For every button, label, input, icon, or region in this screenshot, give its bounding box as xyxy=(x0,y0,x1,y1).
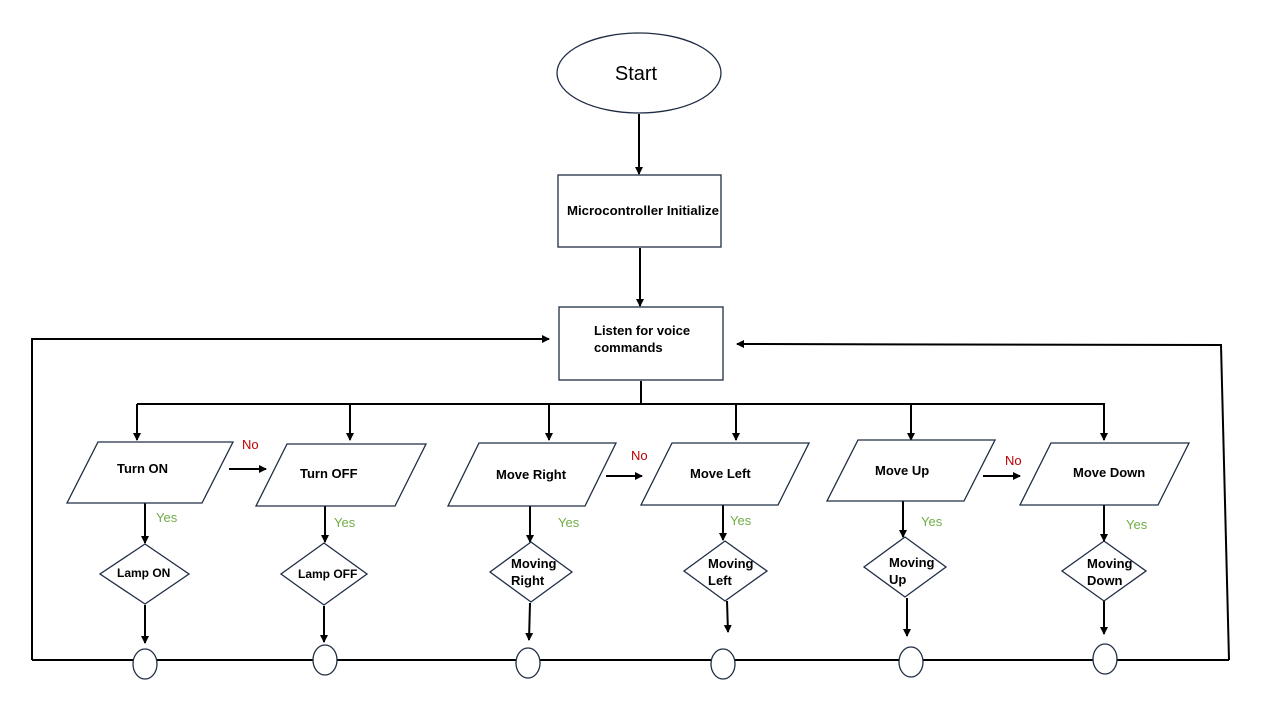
turn-off-label: Turn OFF xyxy=(300,466,358,481)
moving-down-label-line-1: Moving xyxy=(1087,556,1133,571)
move-up-input xyxy=(825,439,997,502)
start-label: Start xyxy=(615,63,658,85)
move-right-label: Move Right xyxy=(496,467,567,482)
move-left-label: Move Left xyxy=(690,466,751,481)
turn-on-label: Turn ON xyxy=(117,461,168,476)
lamp-on-label: Lamp ON xyxy=(117,566,170,580)
connector-node-4 xyxy=(710,648,736,680)
moving-right-decision xyxy=(488,541,574,603)
arrow-moving-left-to-node xyxy=(723,600,732,633)
moving-down-label-line-2: Down xyxy=(1087,573,1122,588)
moving-left-label-line-2: Left xyxy=(708,573,733,588)
connector-node-5 xyxy=(898,646,924,678)
move-right-input xyxy=(446,442,618,507)
moving-up-label-line-1: Moving xyxy=(889,555,935,570)
moving-right-label-line-2: Right xyxy=(511,573,545,588)
listen-label-line-2: commands xyxy=(594,340,663,355)
turn-on-input xyxy=(65,441,235,504)
connector-node-3 xyxy=(515,647,541,679)
move-down-input xyxy=(1018,442,1191,506)
yes-label-move-down: Yes xyxy=(1126,517,1148,532)
move-down-label: Move Down xyxy=(1073,465,1145,480)
right-loop-back xyxy=(736,340,1230,661)
connector-node-6 xyxy=(1092,643,1118,675)
lamp-off-decision xyxy=(279,542,369,606)
yes-label-move-right: Yes xyxy=(558,515,580,530)
yes-label-move-up: Yes xyxy=(921,514,943,529)
lamp-off-label: Lamp OFF xyxy=(298,567,357,581)
yes-label-move-left: Yes xyxy=(730,513,752,528)
moving-left-decision xyxy=(682,540,769,602)
moving-down-decision xyxy=(1060,540,1148,602)
yes-label-turn-off: Yes xyxy=(334,515,356,530)
moving-up-decision xyxy=(862,536,948,598)
moving-up-label-line-2: Up xyxy=(889,572,906,587)
no-label-move-right: No xyxy=(631,448,648,463)
init-label: Microcontroller Initialize xyxy=(567,203,719,218)
moving-right-label-line-1: Moving xyxy=(511,556,557,571)
connectors xyxy=(31,114,1230,661)
yes-label-turn-on: Yes xyxy=(156,510,178,525)
connector-node-2 xyxy=(312,644,338,676)
moving-left-label-line-1: Moving xyxy=(708,556,754,571)
start-terminal xyxy=(556,32,722,114)
turn-off-input xyxy=(254,443,428,507)
listen-process-box xyxy=(558,306,724,381)
listen-label-line-1: Listen for voice xyxy=(594,323,690,338)
arrow-moving-right-to-node xyxy=(525,602,534,641)
connector-node-1 xyxy=(132,648,158,680)
lamp-on-decision xyxy=(98,543,191,605)
no-label-turn-on: No xyxy=(242,437,259,452)
init-process-box xyxy=(557,174,722,248)
move-left-input xyxy=(639,442,811,506)
move-up-label: Move Up xyxy=(875,463,929,478)
left-loop-back xyxy=(31,335,550,660)
no-label-move-up: No xyxy=(1005,453,1022,468)
